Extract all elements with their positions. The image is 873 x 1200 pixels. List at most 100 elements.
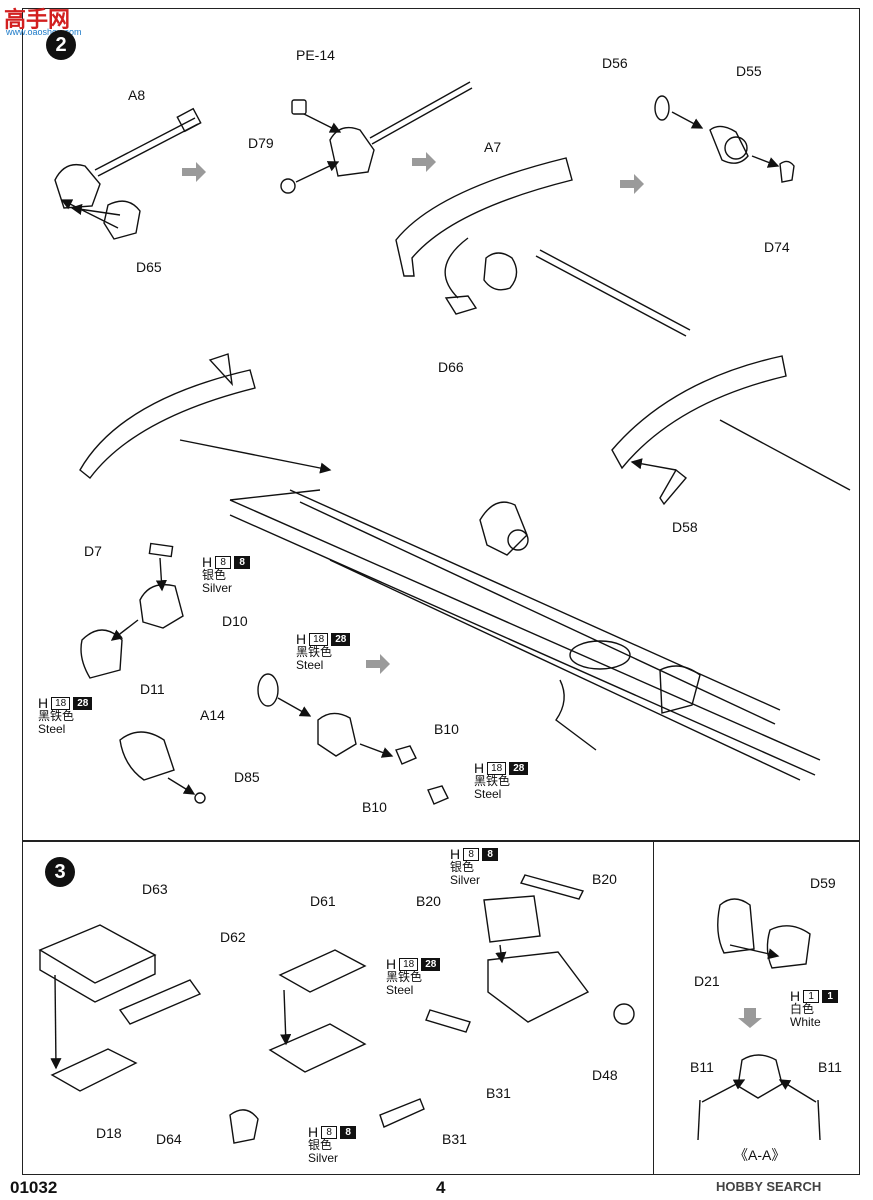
- paint-name-en: Steel: [386, 983, 414, 997]
- watermark-logo-top: 高手网: [4, 7, 71, 32]
- label-a14: A14: [200, 707, 225, 723]
- paint-name-cn: 黑铁色: [296, 645, 333, 659]
- direction-arrows: [182, 152, 762, 1028]
- paint-code: 1: [803, 990, 820, 1003]
- label-b10-lower: B10: [362, 799, 387, 815]
- paint-name-en: Silver: [308, 1151, 339, 1165]
- part-pe14-assembly: [280, 81, 473, 194]
- paint-name-en: Steel: [474, 787, 502, 801]
- label-d61: D61: [310, 893, 336, 909]
- step-3-badge: 3: [45, 857, 75, 887]
- paint-code: 8: [321, 1126, 338, 1139]
- part-d59-filter: [717, 898, 811, 969]
- paint-letter: H: [790, 988, 801, 1004]
- paint-name-en: Silver: [450, 873, 481, 887]
- label-d11: D11: [140, 681, 165, 697]
- paint-letter: H: [474, 760, 485, 776]
- label-d65: D65: [136, 259, 162, 275]
- part-a8-shaft: [54, 107, 202, 240]
- paint-letter: H: [386, 956, 397, 972]
- paint-code-dark: 1: [822, 990, 839, 1003]
- paint-code-dark: 8: [234, 556, 251, 569]
- part-d58-bumper: [611, 355, 851, 506]
- paint-name-cn: 黑铁色: [386, 970, 423, 984]
- paint-letter: H: [296, 631, 307, 647]
- label-d10: D10: [222, 613, 248, 629]
- part-b20-engine: [425, 874, 635, 1033]
- paint-name-en: Steel: [38, 722, 66, 736]
- label-d55: D55: [736, 63, 762, 79]
- part-d85-group: [119, 731, 206, 804]
- label-b20-right: B20: [592, 871, 617, 887]
- label-b10-upper: B10: [434, 721, 459, 737]
- part-a14-differential: [257, 673, 449, 805]
- paint-code-dark: 8: [340, 1126, 357, 1139]
- step-2-panel: [22, 8, 860, 841]
- label-d66: D66: [438, 359, 464, 375]
- label-pe-14: PE-14: [296, 47, 335, 63]
- label-b20-left: B20: [416, 893, 441, 909]
- paint-code-dark: 28: [509, 762, 529, 775]
- paint-name-en: Steel: [296, 658, 324, 672]
- step-2-badge: 2: [46, 30, 76, 60]
- paint-letter: H: [202, 554, 213, 570]
- paint-code: 18: [487, 762, 507, 775]
- part-d61-engine-block: [229, 949, 425, 1144]
- paint-code: 8: [215, 556, 232, 569]
- paint-letter: H: [308, 1124, 319, 1140]
- label-d79: D79: [248, 135, 274, 151]
- label-d56: D56: [602, 55, 628, 71]
- label-d64: D64: [156, 1131, 182, 1147]
- paint-letter: H: [38, 695, 49, 711]
- model-number: 01032: [10, 1178, 58, 1197]
- label-d21: D21: [694, 973, 720, 989]
- paint-code: 18: [399, 958, 419, 971]
- label-b31-left: B31: [442, 1131, 467, 1147]
- paint-name-en: Silver: [202, 581, 233, 595]
- part-a7-bumper: [395, 157, 691, 337]
- label-b11-left: B11: [690, 1059, 714, 1075]
- part-chassis-frame: [79, 353, 821, 781]
- label-d18: D18: [96, 1125, 122, 1141]
- label-d63: D63: [142, 881, 168, 897]
- paint-code-dark: 28: [421, 958, 441, 971]
- section-divider: [653, 841, 654, 1175]
- label-a8: A8: [128, 87, 146, 103]
- paint-code-dark: 28: [73, 697, 93, 710]
- paint-code-dark: 8: [482, 848, 499, 861]
- paint-name-cn: 银色: [202, 568, 227, 582]
- label-d58: D58: [672, 519, 698, 535]
- label-d7: D7: [84, 543, 102, 559]
- paint-name-cn: 黑铁色: [474, 774, 511, 788]
- label-section-aa: 《A-A》: [734, 1147, 786, 1163]
- label-b31-right: B31: [486, 1085, 511, 1101]
- part-d63-radiator: [38, 924, 202, 1092]
- paint-code: 18: [51, 697, 71, 710]
- watermark-hobby-search: HOBBY SEARCH: [716, 1179, 822, 1194]
- paint-code-dark: 28: [331, 633, 351, 646]
- label-d59: D59: [810, 875, 836, 891]
- paint-name-cn: 黑铁色: [38, 709, 75, 723]
- paint-name-cn: 银色: [308, 1138, 333, 1152]
- paint-name-cn: 白色: [790, 1002, 815, 1016]
- paint-name-en: White: [790, 1015, 821, 1029]
- paint-name-cn: 银色: [450, 860, 475, 874]
- label-b11-right: B11: [818, 1059, 842, 1075]
- label-d74: D74: [764, 239, 790, 255]
- watermark-url-top: www.oaoshou.com: [6, 27, 82, 37]
- part-b11-section: [697, 1054, 821, 1141]
- part-d55-drum: [654, 95, 795, 183]
- label-d48: D48: [592, 1067, 618, 1083]
- label-d62: D62: [220, 929, 246, 945]
- paint-letter: H: [450, 846, 461, 862]
- label-d85: D85: [234, 769, 260, 785]
